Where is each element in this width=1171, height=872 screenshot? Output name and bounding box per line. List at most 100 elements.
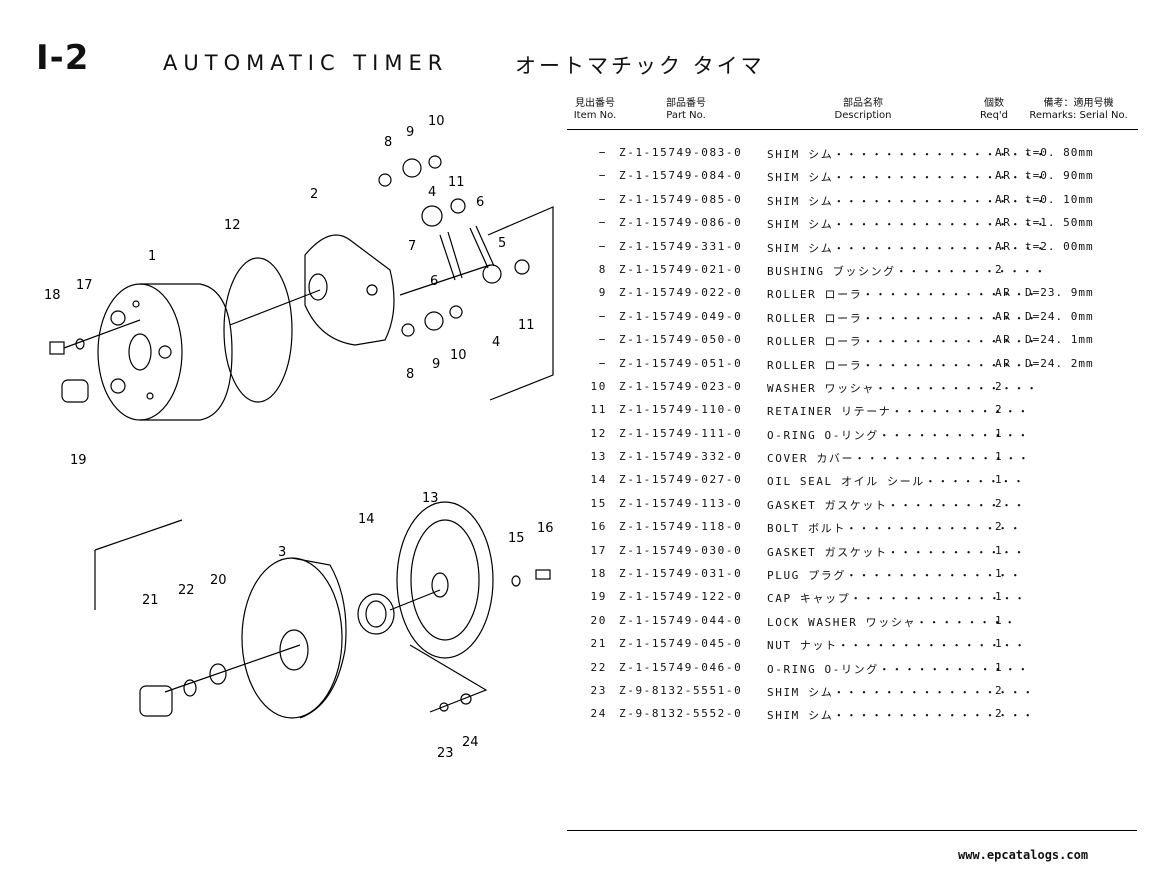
item-no-cell: 10 [590,379,607,393]
table-row: 22 Z-1-15749-046-0 O-RING O-リング・・・・・・・・・・・… [567,661,1138,684]
callout-5: 5 [498,236,506,251]
quantity-cell: AR [995,239,1012,253]
description-cell: ROLLER ローラ・・・・・・・・・・・・・・ [767,288,1039,302]
callout-23: 23 [437,746,454,761]
page-code: I-2 [36,38,90,78]
remarks-cell: D=24. 0mm [1025,309,1094,323]
part-no-cell: Z-1-15749-049-0 [619,309,743,323]
part-no-cell: Z-1-15749-086-0 [619,216,743,230]
part-no-cell: Z-1-15749-046-0 [619,660,743,674]
callout-24: 24 [462,735,479,750]
description-cell: ROLLER ローラ・・・・・・・・・・・・・・ [767,335,1039,349]
part-no-cell: Z-1-15749-083-0 [619,146,743,159]
quantity-cell: 1 [995,660,1004,674]
item-no-cell: 15 [590,496,607,510]
table-row: 10 Z-1-15749-023-0 WASHER ワッシャ・・・・・・・・・・・・… [567,380,1138,403]
callout-8b: 8 [406,367,414,382]
quantity-cell: 1 [995,450,1004,464]
description-cell: O-RING O-リング・・・・・・・・・・・・ [767,662,1031,676]
callout-9b: 9 [432,357,440,372]
callout-14: 14 [358,512,375,527]
part-no-cell: Z-1-15749-031-0 [619,567,743,581]
description-cell: WASHER ワッシャ・・・・・・・・・・・・・ [767,381,1039,395]
callout-15: 15 [508,531,525,546]
callout-16: 16 [537,521,554,536]
callout-2: 2 [310,187,318,202]
item-no-cell: 19 [590,590,607,604]
footer-url: www.epcatalogs.com [958,848,1089,862]
description-cell: SHIM シム・・・・・・・・・・・・・・・・・ [767,148,1048,161]
quantity-cell: 1 [995,637,1004,651]
item-no-cell: 12 [590,426,607,440]
item-no-cell: − [598,146,607,159]
quantity-cell: AR [995,333,1012,347]
quantity-cell: 2 [995,403,1004,417]
part-no-cell: Z-1-15749-110-0 [619,403,743,417]
quantity-cell: AR [995,309,1012,323]
item-no-cell: 11 [590,403,607,417]
part-no-cell: Z-1-15749-027-0 [619,473,743,487]
table-row: −Z-1-15749-083-0 SHIM シム・・・・・・・・・・・・・・・・・… [567,146,1138,169]
table-row: −Z-1-15749-049-0 ROLLER ローラ・・・・・・・・・・・・・・… [567,310,1138,333]
quantity-cell: 2 [995,683,1004,697]
quantity-cell: AR [995,192,1012,206]
callout-8a: 8 [384,135,392,150]
page-title: AUTOMATIC TIMER [163,51,449,75]
item-no-cell: − [598,309,607,323]
callout-1: 1 [148,249,156,264]
item-no-cell: 16 [590,520,607,534]
callout-6b: 6 [430,274,438,289]
description-cell: BOLT ボルト・・・・・・・・・・・・・・ [767,522,1023,536]
callout-12: 12 [224,218,241,233]
description-cell: SHIM シム・・・・・・・・・・・・・・・・ [767,709,1035,723]
item-no-cell: 24 [590,707,607,721]
description-cell: ROLLER ローラ・・・・・・・・・・・・・・ [767,311,1039,325]
description-cell: NUT ナット・・・・・・・・・・・・・・・ [767,639,1027,653]
item-no-cell: 22 [590,660,607,674]
description-cell: LOCK WASHER ワッシャ・・・・・・・・ [767,615,1017,629]
timer-body-lower [241,557,347,719]
part-no-cell: Z-1-15749-045-0 [619,637,743,651]
part-no-cell: Z-1-15749-023-0 [619,379,743,393]
timer-housing [97,283,233,421]
part-no-cell: Z-1-15749-021-0 [619,262,743,276]
part-no-cell: Z-1-15749-022-0 [619,286,743,300]
description-cell: PLUG プラグ・・・・・・・・・・・・・・ [767,569,1023,583]
callout-9a: 9 [406,125,414,140]
quantity-cell: 2 [995,496,1004,510]
quantity-cell: 1 [995,426,1004,440]
description-cell: COVER カバー・・・・・・・・・・・・・・ [767,452,1031,466]
item-no-cell: 18 [590,567,607,581]
remarks-cell: D=23. 9mm [1025,286,1094,300]
cover-lower [396,501,494,659]
item-no-cell: 23 [590,683,607,697]
remarks-cell: t=0. 80mm [1025,146,1094,159]
callout-21: 21 [142,593,159,608]
part-no-cell: Z-9-8132-5552-0 [619,707,743,721]
part-no-cell: Z-1-15749-044-0 [619,613,743,627]
part-no-cell: Z-1-15749-084-0 [619,169,743,183]
part-no-cell: Z-1-15749-111-0 [619,426,743,440]
callout-10a: 10 [428,114,445,129]
quantity-cell: AR [995,216,1012,230]
item-no-cell: − [598,239,607,253]
quantity-cell: 1 [995,473,1004,487]
callout-4b: 4 [492,335,500,350]
part-no-cell: Z-1-15749-122-0 [619,590,743,604]
quantity-cell: 1 [995,543,1004,557]
description-cell: GASKET ガスケット・・・・・・・・・・・ [767,498,1027,512]
